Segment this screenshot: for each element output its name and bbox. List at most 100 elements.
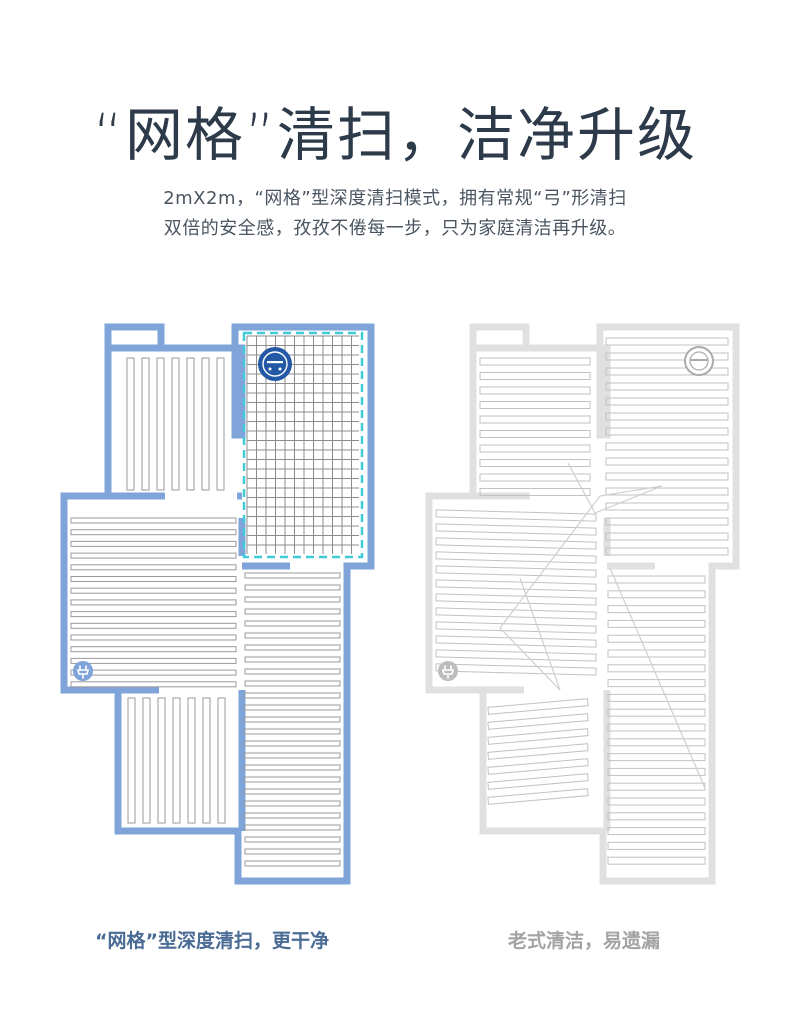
cleaning-stroke xyxy=(487,743,589,760)
cleaning-stroke xyxy=(435,649,597,662)
cleaning-stroke xyxy=(479,459,591,467)
cleaning-stroke xyxy=(70,657,237,664)
zigzag-path xyxy=(499,462,706,789)
old-cleaning-floor-plan xyxy=(425,323,740,885)
cleaning-stroke xyxy=(605,457,729,466)
cleaning-stroke xyxy=(216,357,225,491)
cleaning-stroke xyxy=(244,656,341,663)
cleaning-stroke xyxy=(156,357,165,491)
cleaning-strokes xyxy=(435,337,729,865)
cleaning-stroke xyxy=(244,848,341,855)
cleaning-stroke xyxy=(607,619,706,628)
cleaning-stroke xyxy=(487,773,589,790)
grid-zone-border xyxy=(242,331,364,559)
cleaning-stroke xyxy=(435,663,597,676)
cleaning-stroke xyxy=(244,704,341,711)
cleaning-stroke xyxy=(172,697,181,824)
cleaning-stroke xyxy=(607,664,706,673)
cleaning-stroke xyxy=(605,487,729,496)
description-line-2: 双倍的安全感，孜孜不倦每一步，只为家庭清洁再升级。 xyxy=(163,218,627,239)
grid-cleaning-zone xyxy=(242,331,364,559)
cleaning-stroke xyxy=(70,611,237,618)
description-line-1: 2mX2m，“网格”型深度清扫模式，拥有常规“弓”形清扫 xyxy=(163,188,627,209)
cleaning-stroke xyxy=(244,668,341,675)
cleaning-stroke xyxy=(244,752,341,759)
cleaning-stroke xyxy=(607,590,706,599)
cleaning-stroke xyxy=(217,697,226,824)
cleaning-stroke xyxy=(605,442,729,451)
cleaning-stroke xyxy=(435,593,597,606)
cleaning-stroke xyxy=(70,529,237,536)
cleaning-stroke xyxy=(244,716,341,723)
cleaning-stroke xyxy=(244,824,341,831)
cleaning-stroke xyxy=(70,599,237,606)
cleaning-stroke xyxy=(605,547,729,556)
cleaning-stroke xyxy=(171,357,180,491)
cleaning-stroke xyxy=(479,401,591,409)
robot-vacuum-icon xyxy=(258,347,292,381)
cleaning-stroke xyxy=(607,693,706,702)
cleaning-stroke xyxy=(479,444,591,453)
cleaning-stroke xyxy=(244,764,341,771)
cleaning-stroke xyxy=(605,517,729,526)
cleaning-stroke xyxy=(487,728,589,745)
page-title: “网格”清扫，洁净升级 xyxy=(92,101,698,169)
grid-cleaning-floor-plan xyxy=(60,323,375,885)
cleaning-stroke xyxy=(607,797,706,806)
cleaning-stroke xyxy=(607,605,706,614)
caption-old-cleaning: 老式清洁，易遗漏 xyxy=(508,930,661,952)
cleaning-stroke xyxy=(605,472,729,481)
cleaning-stroke xyxy=(605,397,729,406)
cleaning-stroke xyxy=(244,812,341,819)
cleaning-stroke xyxy=(435,607,597,620)
cleaning-stroke xyxy=(244,860,341,867)
cleaning-stroke xyxy=(479,430,591,438)
cleaning-stroke xyxy=(70,646,237,653)
cleaning-stroke xyxy=(607,708,706,717)
cleaning-stroke xyxy=(479,372,591,380)
cleaning-stroke xyxy=(605,412,729,421)
cleaning-stroke xyxy=(244,608,341,615)
cleaning-stroke xyxy=(187,697,196,824)
cleaning-stroke xyxy=(487,788,589,805)
cleaning-stroke xyxy=(479,357,591,366)
cleaning-stroke xyxy=(607,723,706,732)
cleaning-stroke xyxy=(126,357,135,491)
cleaning-stroke xyxy=(487,758,589,775)
cleaning-stroke xyxy=(70,564,237,571)
cleaning-stroke xyxy=(186,357,195,491)
cleaning-stroke xyxy=(435,621,597,634)
cleaning-stroke xyxy=(70,517,237,524)
cleaning-stroke xyxy=(70,552,237,559)
cleaning-stroke xyxy=(244,680,341,687)
cleaning-stroke xyxy=(244,728,341,735)
cleaning-stroke xyxy=(435,523,597,536)
cleaning-stroke xyxy=(244,776,341,783)
cleaning-stroke xyxy=(435,551,597,564)
cleaning-stroke xyxy=(607,753,706,762)
cleaning-stroke xyxy=(605,532,729,541)
cleaning-stroke xyxy=(479,488,591,496)
cleaning-stroke xyxy=(605,502,729,511)
cleaning-stroke xyxy=(142,697,151,824)
cleaning-stroke xyxy=(244,788,341,795)
cleaning-stroke xyxy=(607,841,706,850)
cleaning-stroke xyxy=(479,386,591,395)
cleaning-stroke xyxy=(157,697,166,824)
charging-dock-icon xyxy=(438,661,458,681)
cleaning-stroke xyxy=(435,509,597,522)
cleaning-stroke xyxy=(487,698,589,715)
charging-dock-icon xyxy=(73,661,93,681)
cleaning-stroke xyxy=(244,596,341,603)
cleaning-stroke xyxy=(244,692,341,699)
cleaning-stroke xyxy=(605,367,729,376)
robot-vacuum-icon xyxy=(684,346,714,376)
cleaning-stroke xyxy=(607,649,706,658)
cleaning-stroke xyxy=(607,856,706,865)
cleaning-stroke xyxy=(435,565,597,578)
cleaning-stroke xyxy=(202,697,211,824)
cleaning-stroke xyxy=(244,572,341,579)
cleaning-stroke xyxy=(607,812,706,821)
cleaning-stroke xyxy=(70,681,237,688)
cleaning-stroke xyxy=(605,352,729,361)
